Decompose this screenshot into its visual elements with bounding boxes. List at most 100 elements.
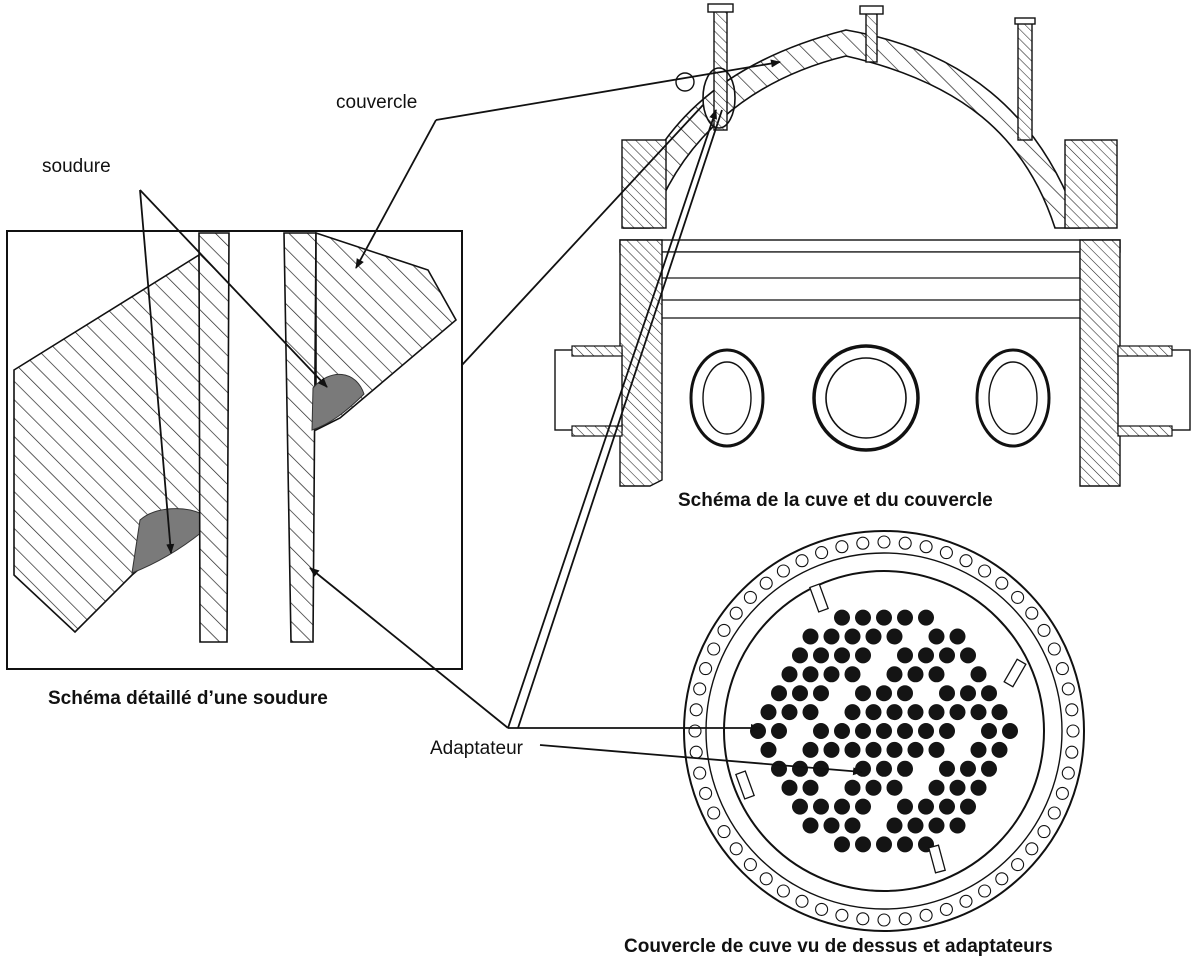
adapter-dot <box>886 628 903 645</box>
adapter-dot <box>886 741 903 758</box>
adapter-dot <box>949 628 966 645</box>
adapter-dot <box>939 798 955 815</box>
adapter-dot <box>750 723 766 739</box>
top-view-nozzle-1 <box>809 583 829 613</box>
adapter-dot <box>834 836 850 853</box>
bolt-hole <box>1037 825 1051 839</box>
adapter-dot <box>897 609 913 626</box>
bolt-hole <box>856 536 870 550</box>
lid-top-view <box>683 530 1085 932</box>
adapter-dot <box>949 779 966 796</box>
adapter-dot <box>855 685 871 702</box>
adapter-dot <box>813 798 829 815</box>
vessel-top-band <box>619 239 1121 253</box>
adapter-dot <box>844 666 861 683</box>
adapter-leader-top-2 <box>539 744 863 776</box>
adapter-dot <box>802 741 819 758</box>
top-view-bolt-ring <box>705 552 1063 910</box>
label-soudure: soudure <box>42 156 111 177</box>
vessel-opening-right-inner <box>988 361 1038 435</box>
adapter-dot <box>981 685 997 702</box>
adapter-dot <box>792 760 808 777</box>
adapter-dot <box>834 798 850 815</box>
adapter-dot <box>960 798 976 815</box>
adapter-dot <box>834 723 850 739</box>
adapter-dot <box>876 685 892 702</box>
bolt-hole <box>776 884 790 898</box>
soudure-leader-left <box>139 189 175 554</box>
adapter-dot <box>823 817 840 834</box>
adapter-dot <box>918 723 934 739</box>
adapter-dot <box>928 628 945 645</box>
adapter-dot <box>928 779 945 796</box>
bolt-hole <box>1047 806 1061 820</box>
adapter-dots <box>750 609 1018 853</box>
vessel-section <box>554 3 1191 487</box>
lid-bolt-small <box>675 72 695 92</box>
side-nozzle-right-band <box>1117 345 1173 357</box>
lid-nozzle-2-cap <box>859 5 884 15</box>
adapter-dot <box>907 666 924 683</box>
top-view-nozzle-2 <box>1003 658 1027 688</box>
bolt-hole <box>707 642 721 656</box>
adapter-dot <box>865 704 882 721</box>
caption-vessel: Schéma de la cuve et du couvercle <box>678 490 993 511</box>
side-nozzle-left-band <box>571 345 623 357</box>
bolt-hole <box>717 623 731 637</box>
adapter-leader-detail <box>309 567 509 729</box>
bolt-hole <box>1065 745 1079 759</box>
adapter-dot <box>844 741 861 758</box>
adapter-leader-vessel-b <box>517 109 723 729</box>
detail-projection-line <box>461 104 704 366</box>
adapter-dot <box>844 704 861 721</box>
bolt-hole <box>1025 606 1039 620</box>
bolt-hole <box>693 766 707 780</box>
bolt-hole <box>835 908 849 922</box>
adapter-dot <box>781 704 798 721</box>
adapter-dot <box>865 628 882 645</box>
adapter-dot <box>960 760 976 777</box>
bolt-hole <box>1061 766 1075 780</box>
weld-detail-panel <box>6 230 463 670</box>
bolt-hole <box>1065 703 1079 717</box>
bolt-hole <box>939 546 953 560</box>
side-nozzle-left-band-b <box>571 425 623 437</box>
bolt-hole <box>877 913 891 927</box>
adapter-dot <box>865 779 882 796</box>
bolt-hole <box>717 825 731 839</box>
adapter-dot <box>813 685 829 702</box>
adapter-dot <box>897 723 913 739</box>
adapter-dot <box>844 817 861 834</box>
adapter-dot <box>897 798 913 815</box>
adapter-dot <box>960 685 976 702</box>
adapter-dot <box>802 817 819 834</box>
bolt-hole <box>688 724 702 738</box>
adapter-dot <box>771 685 787 702</box>
lid-nozzle-3 <box>1017 21 1033 141</box>
side-nozzle-right-band-b <box>1117 425 1173 437</box>
bolt-hole <box>959 554 973 568</box>
adapter-dot <box>876 723 892 739</box>
adapter-dot <box>834 647 850 664</box>
lid-nozzle-1-cap <box>707 3 734 13</box>
adapter-dot <box>939 647 955 664</box>
couvercle-leader <box>435 59 781 121</box>
bolt-hole <box>759 576 773 590</box>
bolt-hole <box>1025 842 1039 856</box>
adapter-dot <box>928 741 945 758</box>
bolt-hole <box>856 912 870 926</box>
vessel-opening-left-inner <box>702 361 752 435</box>
adapter-dot <box>834 609 850 626</box>
top-view-nozzle-3 <box>735 770 755 800</box>
adapter-dot <box>970 779 987 796</box>
adapter-dot <box>981 723 997 739</box>
adapter-dot <box>939 760 955 777</box>
adapter-dot <box>844 628 861 645</box>
bolt-hole <box>743 858 757 872</box>
soudure-leader-right <box>139 189 328 388</box>
adapter-dot <box>991 741 1008 758</box>
bolt-hole <box>1047 642 1061 656</box>
bolt-hole <box>795 894 809 908</box>
detail-marker-circle <box>702 67 736 129</box>
